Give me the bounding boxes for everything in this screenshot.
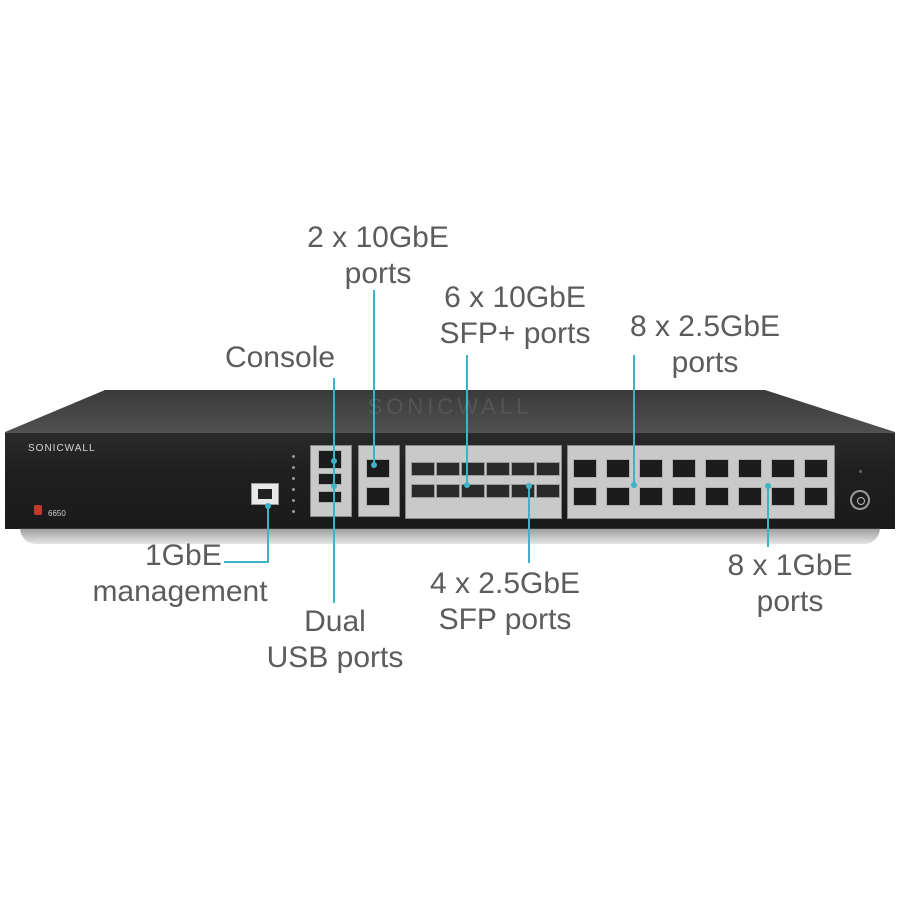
callout-dot <box>526 483 532 489</box>
model-badge-icon <box>34 505 42 515</box>
rj45-port <box>705 459 729 478</box>
rj45-port <box>738 459 762 478</box>
rj45-port <box>672 487 696 506</box>
rj45-port <box>573 459 597 478</box>
label-line: 6 x 10GbE <box>444 281 586 314</box>
label-1gbe-management: 1GbE management <box>75 538 285 610</box>
label-line: 4 x 2.5GbE <box>429 567 581 600</box>
appliance-shadow <box>20 528 880 544</box>
management-port <box>251 483 279 505</box>
label-line: ports <box>344 257 412 290</box>
callout-line-usb <box>333 485 335 603</box>
status-led <box>292 455 295 458</box>
label-line: 2 x 10GbE <box>307 221 449 254</box>
callout-line-sfp <box>528 485 530 563</box>
label-line: management <box>92 575 268 608</box>
model-number: 6650 <box>48 509 66 518</box>
sfp-plus-port <box>461 462 485 476</box>
label-line: 8 x 1GbE <box>727 549 853 582</box>
ten-gbe-copper-panel <box>358 445 400 517</box>
sfp-panel <box>405 445 562 519</box>
power-button-icon <box>850 490 870 510</box>
rj45-port <box>771 459 795 478</box>
rj45-port <box>771 487 795 506</box>
sfp-plus-port <box>486 462 510 476</box>
callout-line-mgmt <box>267 505 269 563</box>
ten-gbe-port <box>366 459 390 478</box>
label-console: Console <box>205 340 355 376</box>
callout-dot <box>331 458 337 464</box>
rj45-port <box>573 487 597 506</box>
sfp-port <box>511 462 535 476</box>
label-4x2-5gbe-sfp: 4 x 2.5GbE SFP ports <box>405 566 605 638</box>
status-led <box>292 488 295 491</box>
label-line: 8 x 2.5GbE <box>629 310 781 343</box>
callout-dot <box>265 503 271 509</box>
usb-port <box>318 473 342 485</box>
label-8x1gbe-ports: 8 x 1GbE ports <box>700 548 880 620</box>
label-dual-usb-ports: Dual USB ports <box>250 604 420 676</box>
rj45-port <box>639 459 663 478</box>
status-led <box>292 510 295 513</box>
rj45-port <box>804 487 828 506</box>
sfp-plus-port <box>436 484 460 498</box>
label-line: ports <box>756 585 824 618</box>
rj45-port <box>606 487 630 506</box>
rj45-port <box>738 487 762 506</box>
svg-text:SONICWALL: SONICWALL <box>368 394 533 419</box>
rj45-port <box>804 459 828 478</box>
rj45-port <box>639 487 663 506</box>
label-line: Console <box>224 341 336 374</box>
rj45-port <box>606 459 630 478</box>
callout-line-one-gbe <box>767 485 769 547</box>
callout-dot <box>631 482 637 488</box>
label-6x10gbe-sfp-plus: 6 x 10GbE SFP+ ports <box>415 280 615 352</box>
sfp-plus-port <box>436 462 460 476</box>
usb-port <box>318 491 342 503</box>
sfp-port <box>486 484 510 498</box>
rj45-panel <box>567 445 835 519</box>
brand-logo: SONICWALL <box>28 443 96 454</box>
callout-line-sfp-plus <box>466 355 468 485</box>
callout-dot <box>765 483 771 489</box>
label-line: SFP+ ports <box>439 317 591 350</box>
label-line: ports <box>671 346 739 379</box>
sfp-port <box>536 484 560 498</box>
callout-dot <box>464 482 470 488</box>
callout-dot <box>331 483 337 489</box>
label-line: 1GbE <box>145 539 222 572</box>
callout-line-mgmt-horizontal <box>224 561 269 563</box>
label-line: SFP ports <box>438 603 572 636</box>
callout-line-console <box>333 378 335 483</box>
status-led <box>292 466 295 469</box>
label-8x2-5gbe-ports: 8 x 2.5GbE ports <box>600 309 810 381</box>
appliance-top-surface: SONICWALL <box>5 390 895 432</box>
label-line: Dual <box>304 605 366 638</box>
label-line: USB ports <box>266 641 404 674</box>
ten-gbe-port <box>366 487 390 506</box>
sfp-port <box>536 462 560 476</box>
sfp-plus-port <box>411 462 435 476</box>
sfp-plus-port <box>411 484 435 498</box>
console-port <box>318 450 342 469</box>
callout-line-ten-gbe <box>373 290 375 465</box>
rj45-port <box>672 459 696 478</box>
callout-dot <box>371 462 377 468</box>
status-led <box>292 477 295 480</box>
power-led <box>859 470 862 473</box>
callout-line-two-five-gbe <box>633 355 635 485</box>
label-2x10gbe-ports: 2 x 10GbE ports <box>288 220 468 292</box>
rj45-port <box>705 487 729 506</box>
status-led <box>292 499 295 502</box>
